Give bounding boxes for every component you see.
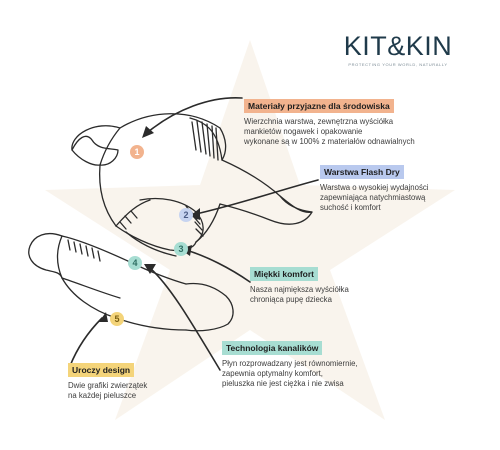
callout-text: Warstwa o wysokiej wydajności zapewniają… bbox=[320, 183, 429, 212]
arrow-3 bbox=[185, 249, 251, 283]
callout-materials: Materiały przyjazne dla środowiska Wierz… bbox=[244, 96, 464, 147]
arrow-1 bbox=[147, 97, 243, 133]
callout-text: Wierzchnia warstwa, zewnętrzna wyściółka… bbox=[244, 117, 415, 146]
arrow-5 bbox=[69, 317, 103, 367]
marker-1: 1 bbox=[130, 145, 144, 159]
callout-flash-dry: Warstwa Flash Dry Warstwa o wysokiej wyd… bbox=[320, 162, 470, 213]
callout-text: Nasza najmiększa wyściółka chroniąca pup… bbox=[250, 285, 349, 304]
callout-title: Technologia kanalików bbox=[222, 341, 323, 355]
marker-2: 2 bbox=[179, 208, 193, 222]
callout-title: Warstwa Flash Dry bbox=[320, 165, 404, 179]
brand-tagline: PROTECTING YOUR WORLD, NATURALLY bbox=[348, 62, 448, 67]
brand-name: KIT&KIN bbox=[343, 31, 453, 61]
callout-channel-tech: Technologia kanalików Płyn rozprowadzany… bbox=[222, 338, 422, 389]
arrow-4 bbox=[149, 267, 221, 371]
brand-logo: KIT&KIN PROTECTING YOUR WORLD, NATURALLY bbox=[338, 32, 458, 67]
arrow-2 bbox=[195, 179, 319, 215]
callout-soft-comfort: Miękki komfort Nasza najmiększa wyściółk… bbox=[250, 264, 400, 305]
callout-text: Dwie grafiki zwierzątek na każdej pielus… bbox=[68, 381, 148, 400]
marker-5: 5 bbox=[110, 312, 124, 326]
callout-design: Uroczy design Dwie grafiki zwierzątek na… bbox=[68, 360, 198, 401]
marker-4: 4 bbox=[128, 256, 142, 270]
callout-title: Materiały przyjazne dla środowiska bbox=[244, 99, 394, 113]
marker-3: 3 bbox=[174, 242, 188, 256]
callout-text: Płyn rozprowadzany jest równomiernie, za… bbox=[222, 359, 358, 388]
callout-title: Miękki komfort bbox=[250, 267, 318, 281]
callout-title: Uroczy design bbox=[68, 363, 135, 377]
